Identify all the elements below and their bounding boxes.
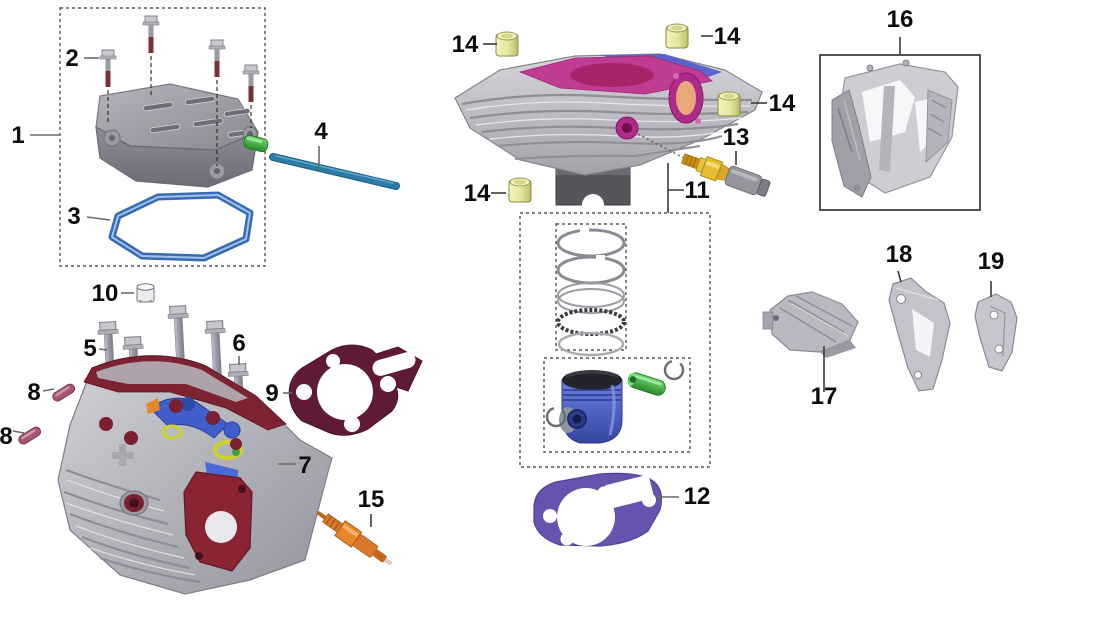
- valve-cover-gasket: [108, 191, 254, 262]
- piston: [559, 370, 623, 444]
- sensor-port: [615, 116, 639, 140]
- cylinder-top-deck: [518, 54, 722, 95]
- mount-bracket-right: [974, 293, 1018, 372]
- valve-cover-bolt-1: [142, 15, 160, 53]
- circlip-left: [545, 406, 567, 428]
- ring-set-box: [555, 223, 627, 351]
- callout-17: 17: [811, 383, 838, 410]
- callout-10: 10: [92, 280, 119, 307]
- shroud-bracket-box: [819, 54, 981, 211]
- callout-2: 2: [65, 45, 78, 72]
- cylinder-spigot: [555, 167, 631, 216]
- callout-13: 13: [723, 124, 750, 151]
- head-exhaust-flange: [183, 471, 253, 572]
- circlip-right: [663, 359, 685, 381]
- dowel-pin-upper: [52, 383, 76, 402]
- callout-18: 18: [886, 241, 913, 268]
- callout-9: 9: [265, 380, 278, 407]
- dowel-bushing-bottom-left: [508, 177, 532, 203]
- shroud-bracket-group: [819, 54, 981, 211]
- callout-5: 5: [83, 335, 96, 362]
- cylinder-base-gasket: [533, 472, 663, 547]
- sensor-guide-line: [637, 133, 685, 159]
- mount-bracket-left: [762, 291, 859, 358]
- callout-15: 15: [358, 486, 385, 513]
- callout-14b: 14: [714, 23, 741, 50]
- cylinder-block-group: [454, 23, 763, 216]
- breather-nozzle: [243, 134, 269, 153]
- callout-16: 16: [887, 6, 914, 33]
- callout-11: 11: [684, 177, 709, 204]
- breather-tube: [269, 153, 400, 190]
- callout-6: 6: [232, 330, 245, 357]
- piston-box: [543, 357, 691, 453]
- callout-3: 3: [67, 203, 80, 230]
- callout-4: 4: [314, 118, 328, 145]
- head-gasket: [288, 344, 423, 436]
- valve-cover-kit-group: [59, 7, 269, 267]
- callout-leaders: [12, 35, 992, 527]
- callout-8b: 8: [0, 423, 13, 450]
- dowel-bushing-right: [717, 91, 741, 117]
- wrist-pin: [627, 372, 666, 396]
- piston-ring-set: [556, 228, 626, 357]
- callout-8a: 8: [27, 379, 40, 406]
- valve-cover: [95, 83, 269, 188]
- dowel-bushing-top-right: [665, 23, 689, 49]
- callout-19: 19: [978, 248, 1005, 275]
- sealing-cap: [136, 283, 155, 303]
- callout-14a: 14: [452, 31, 479, 58]
- dowel-bushing-top-left: [495, 31, 519, 57]
- callout-7: 7: [298, 452, 311, 479]
- cylinder-head-group: [18, 283, 423, 595]
- temperature-sensor: [681, 153, 771, 197]
- cylinder-head: [57, 355, 333, 595]
- head-fins: [63, 468, 201, 584]
- cover-vents: [142, 95, 253, 138]
- callout-1: 1: [11, 122, 24, 149]
- head-left-port: [119, 490, 149, 516]
- dowel-pin-lower: [18, 426, 42, 445]
- valve-cover-bolt-2: [99, 49, 117, 87]
- mount-bracket-middle: [888, 277, 951, 392]
- cover-bolt-bosses: [103, 126, 258, 180]
- spark-plug: [316, 511, 393, 566]
- callout-14c: 14: [769, 90, 796, 117]
- valve-cover-bolt-3: [208, 39, 226, 77]
- valve-cover-bolt-4: [242, 64, 260, 102]
- callout-14d: 14: [464, 180, 491, 207]
- valve-cover-kit-box: [59, 7, 266, 267]
- head-bolt-bosses: [99, 399, 242, 450]
- cylinder-side-port: [668, 72, 704, 124]
- callout-labels: 1 2 3 4 5 6 7 8 8 9 10 11 12 13 14 14 14…: [0, 6, 1004, 513]
- piston-kit-group: [519, 212, 711, 468]
- shroud-bracket: [831, 59, 959, 198]
- head-fin-highlights: [65, 479, 196, 576]
- head-cross-rib: [112, 444, 134, 466]
- callout-12: 12: [684, 483, 711, 510]
